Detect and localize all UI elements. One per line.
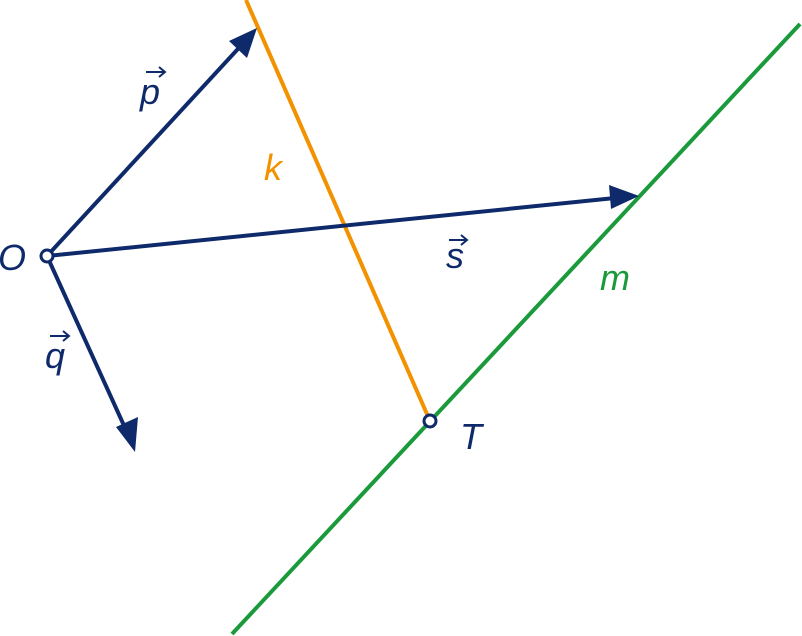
origin-label: O	[0, 237, 26, 278]
line-k-label: k	[264, 147, 284, 188]
vector-s-arrow	[46, 196, 616, 258]
line-m	[230, 22, 802, 636]
line-m-label: m	[600, 257, 630, 298]
vector-q-arrow	[45, 255, 128, 431]
vector-p-arrowhead	[229, 28, 257, 58]
vector-p-overarrow	[146, 66, 167, 78]
vector-s-arrowhead	[609, 185, 639, 209]
vector-p-arrow	[45, 36, 250, 258]
point-t	[422, 413, 438, 429]
vector-p-label: p	[139, 71, 160, 112]
vector-q-label: q	[45, 335, 65, 376]
point-t-label: T	[460, 416, 485, 457]
vector-s-label: s	[446, 235, 464, 276]
line-k	[244, 0, 432, 422]
vector-q-arrowhead	[116, 417, 138, 452]
origin-point	[39, 248, 55, 264]
vector-s-overarrow	[449, 234, 469, 246]
vector-q-overarrow	[50, 330, 71, 342]
